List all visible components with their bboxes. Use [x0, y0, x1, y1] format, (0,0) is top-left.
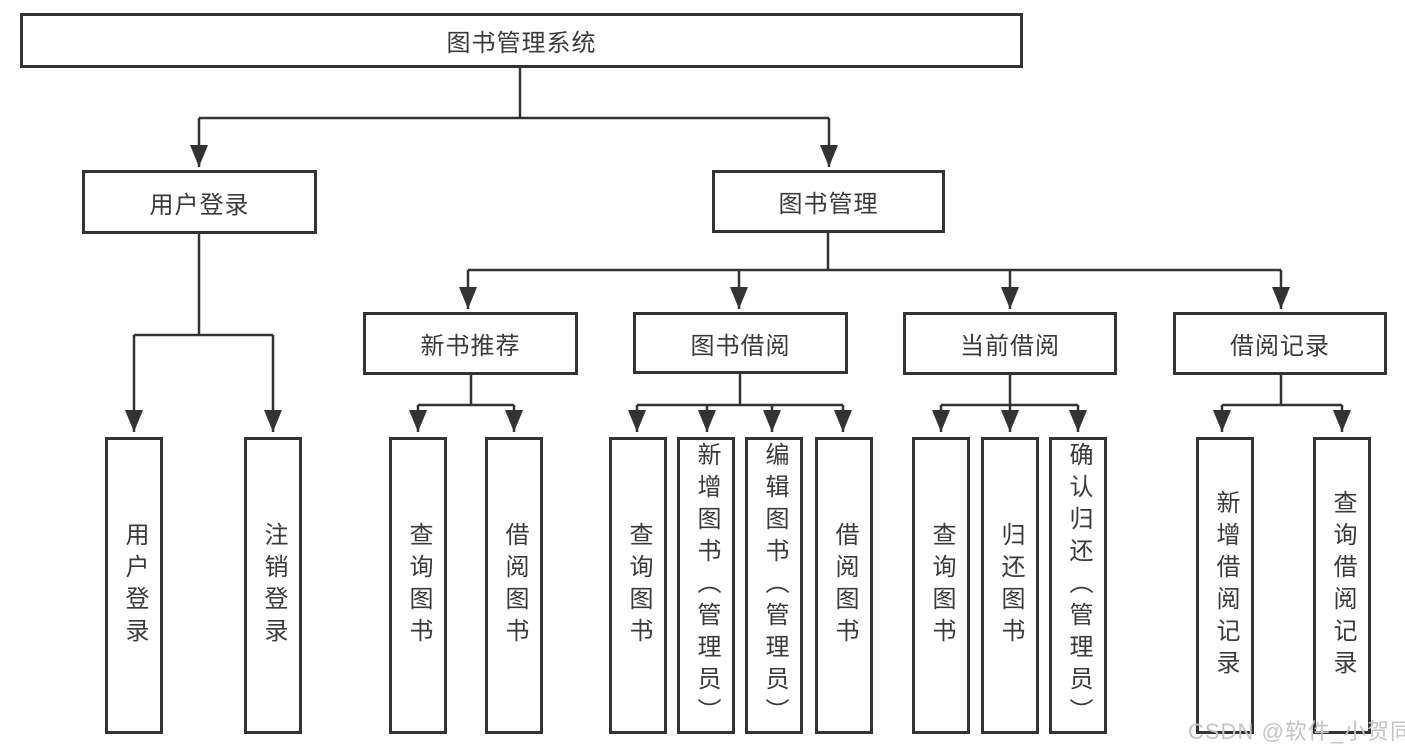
node-label: 当前借阅	[960, 333, 1060, 360]
leaf-query-books-borrow: 查询图书	[609, 437, 667, 734]
node-label: 新书推荐	[420, 333, 521, 360]
leaf-logout-login: 注销登录	[244, 437, 302, 734]
leaf-confirm-return-admin: 确认归还（管理员）	[1049, 437, 1107, 734]
leaf-query-books-current: 查询图书	[912, 437, 970, 734]
node-current-borrow: 当前借阅	[903, 312, 1117, 375]
leaf-add-books-admin: 新增图书（管理员）	[677, 437, 735, 734]
node-user-login: 用户登录	[82, 170, 317, 234]
leaf-label: 借阅图书	[501, 521, 528, 650]
node-label: 图书借阅	[690, 332, 791, 360]
node-label: 借阅记录	[1230, 333, 1330, 360]
leaf-label: 确认归还（管理员）	[1065, 441, 1092, 730]
leaf-user-login: 用户登录	[105, 437, 163, 734]
leaf-add-borrow-record: 新增借阅记录	[1196, 437, 1254, 734]
leaf-edit-books-admin: 编辑图书（管理员）	[745, 437, 803, 734]
leaf-label: 注销登录	[260, 521, 287, 650]
node-book-management: 图书管理	[712, 170, 945, 233]
leaf-borrow-books: 借阅图书	[815, 437, 873, 734]
leaf-query-borrow-record: 查询借阅记录	[1313, 437, 1371, 734]
leaf-label: 新增借阅记录	[1212, 489, 1239, 682]
leaf-label: 新增图书（管理员）	[693, 441, 720, 730]
node-library-management-system: 图书管理系统	[20, 13, 1023, 68]
leaf-label: 借阅图书	[831, 521, 858, 650]
leaf-label: 查询图书	[928, 521, 955, 650]
leaf-label: 查询图书	[405, 521, 432, 650]
node-label: 用户登录	[149, 191, 250, 219]
node-new-book-recommend: 新书推荐	[363, 312, 578, 375]
watermark: CSDN @软件_小贺同学	[1188, 719, 1405, 744]
leaf-query-books-recommend: 查询图书	[389, 437, 447, 734]
leaf-borrow-books-recommend: 借阅图书	[485, 437, 543, 734]
leaf-label: 归还图书	[997, 521, 1024, 650]
leaf-label: 查询图书	[625, 521, 652, 650]
node-book-borrow: 图书借阅	[633, 312, 848, 374]
leaf-label: 用户登录	[121, 521, 148, 650]
leaf-label: 查询借阅记录	[1329, 489, 1356, 682]
leaf-label: 编辑图书（管理员）	[761, 441, 788, 730]
node-label: 图书管理	[778, 191, 879, 218]
node-borrow-records: 借阅记录	[1173, 312, 1387, 375]
node-label: 图书管理系统	[446, 30, 597, 57]
leaf-return-books: 归还图书	[981, 437, 1039, 734]
